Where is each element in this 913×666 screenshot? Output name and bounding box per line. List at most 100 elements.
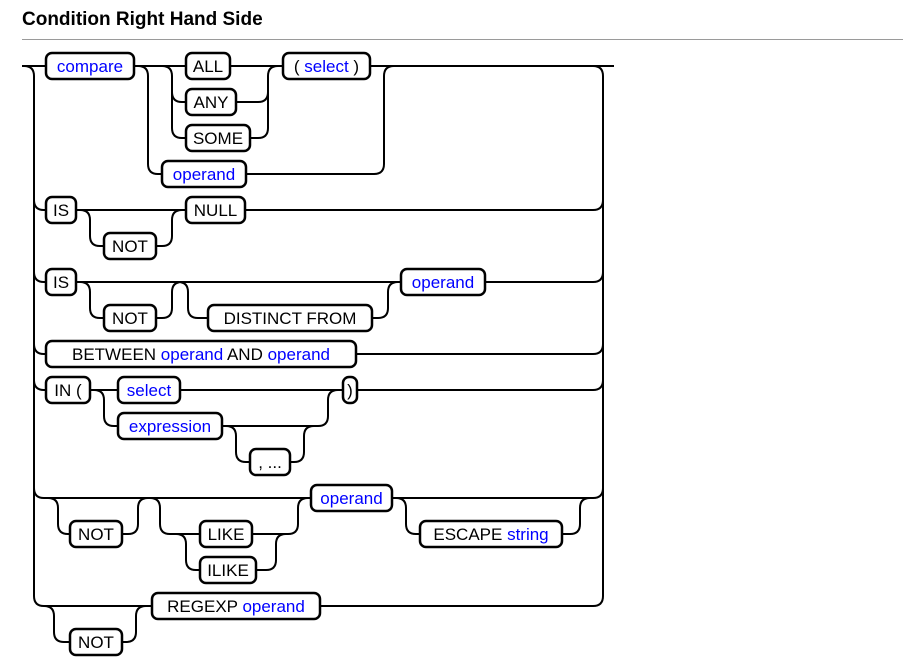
box-frame (399, 267, 487, 297)
box-frame (160, 159, 248, 189)
box-label: operand (320, 489, 382, 508)
box-label: DISTINCT FROM (224, 309, 357, 328)
rail-row-compare (134, 65, 395, 175)
box-label: NOT (112, 237, 148, 256)
keyword-text: IS (53, 201, 69, 220)
box-frame (206, 303, 374, 333)
box-some: SOME (184, 123, 252, 153)
box-label: LIKE (208, 525, 245, 544)
box-frame (418, 519, 564, 549)
box-label: NOT (78, 633, 114, 652)
box-label: ANY (194, 93, 229, 112)
box-not: NOT (102, 303, 158, 333)
box-label: compare (57, 57, 123, 76)
title-underline (22, 39, 903, 40)
box-label: IS (53, 273, 69, 292)
box-frame (184, 87, 238, 117)
box-label: NULL (194, 201, 237, 220)
box-like: LIKE (198, 519, 254, 549)
box-frame (102, 303, 158, 333)
keyword-text: IN ( (54, 381, 82, 400)
box-regexp-operand: REGEXP operand (150, 591, 322, 621)
box-label: NOT (112, 309, 148, 328)
reference-text: compare (57, 57, 123, 76)
box-frame (184, 51, 232, 81)
box-item: , ... (248, 447, 292, 477)
keyword-text: ) (347, 381, 353, 400)
reference-text: expression (129, 417, 211, 436)
box-between-operand-and-operand: BETWEEN operand AND operand (44, 339, 358, 369)
box-frame (150, 591, 322, 621)
keyword-text: ( (294, 57, 304, 76)
keyword-text: ALL (193, 57, 223, 76)
box-frame (44, 195, 78, 225)
keyword-text: SOME (193, 129, 243, 148)
box-expression: expression (116, 411, 224, 441)
keyword-text: ANY (194, 93, 229, 112)
box-not: NOT (68, 627, 124, 657)
box-label: ) (347, 381, 353, 400)
keyword-text: LIKE (208, 525, 245, 544)
diagram-title: Condition Right Hand Side (22, 9, 263, 30)
keyword-text: IS (53, 273, 69, 292)
box-label: ALL (193, 57, 223, 76)
box-any: ANY (184, 87, 238, 117)
box-frame (44, 267, 78, 297)
reference-text: select (304, 57, 349, 76)
rail-row-is-null (33, 199, 604, 247)
box-frame (309, 483, 394, 513)
box-frame (116, 411, 224, 441)
box-select: select (116, 375, 182, 405)
box-label: operand (412, 273, 474, 292)
box-escape-string: ESCAPE string (418, 519, 564, 549)
box-frame (184, 195, 247, 225)
box-item: ) (341, 375, 359, 405)
box-ilike: ILIKE (198, 555, 258, 585)
box-operand: operand (309, 483, 394, 513)
box-select: ( select ) (281, 51, 372, 81)
box-not: NOT (102, 231, 158, 261)
keyword-text: BETWEEN (72, 345, 161, 364)
rail-exit (370, 65, 614, 607)
box-frame (198, 519, 254, 549)
rail-row-between (33, 343, 604, 355)
box-operand: operand (160, 159, 248, 189)
reference-text: operand (173, 165, 235, 184)
box-operand: operand (399, 267, 487, 297)
box-frame (102, 231, 158, 261)
box-frame (116, 375, 182, 405)
keyword-text: REGEXP (167, 597, 242, 616)
box-label: operand (173, 165, 235, 184)
reference-text: operand (161, 345, 223, 364)
box-frame (281, 51, 372, 81)
rail-row-like (33, 487, 604, 571)
keyword-text: NOT (112, 237, 148, 256)
rail-entry (22, 65, 46, 607)
reference-text: operand (242, 597, 304, 616)
box-frame (44, 375, 92, 405)
box-is: IS (44, 267, 78, 297)
keyword-text: DISTINCT FROM (224, 309, 357, 328)
keyword-text: NOT (112, 309, 148, 328)
keyword-text: AND (223, 345, 267, 364)
box-frame (184, 123, 252, 153)
box-label: SOME (193, 129, 243, 148)
box-all: ALL (184, 51, 232, 81)
keyword-text: NULL (194, 201, 237, 220)
box-is: IS (44, 195, 78, 225)
rails (22, 65, 614, 643)
box-distinct-from: DISTINCT FROM (206, 303, 374, 333)
keyword-text: ESCAPE (433, 525, 507, 544)
keyword-text: NOT (78, 633, 114, 652)
rail-row-regexp (43, 605, 593, 643)
box-frame (341, 375, 359, 405)
reference-text: select (127, 381, 172, 400)
box-compare: compare (44, 51, 136, 81)
reference-text: operand (268, 345, 330, 364)
keyword-text: , ... (258, 453, 282, 472)
box-label: expression (129, 417, 211, 436)
keyword-text: ) (349, 57, 359, 76)
box-label: REGEXP operand (167, 597, 305, 616)
box-frame (68, 627, 124, 657)
